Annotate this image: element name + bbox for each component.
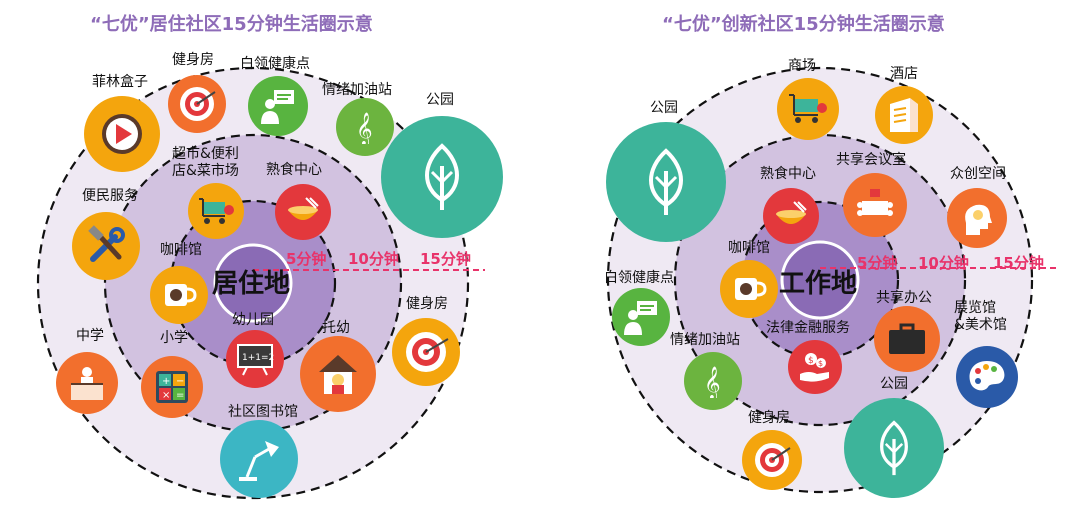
left-label-primary-school: 小学 — [160, 330, 188, 346]
left-label-gym-top: 健身房 — [172, 52, 214, 68]
presenter-icon — [612, 288, 670, 346]
svg-text:$: $ — [808, 356, 814, 366]
left-label-nursery: 托幼 — [322, 320, 350, 336]
left-label-emotion: 情绪加油站 — [322, 82, 392, 98]
food-bowl-icon — [275, 184, 331, 240]
right-label-park-bottom: 公园 — [880, 376, 908, 392]
left-label-gym-right: 健身房 — [406, 296, 448, 312]
calculator-icon: +−× = — [141, 356, 203, 418]
svg-text:$: $ — [818, 359, 823, 368]
left-title: “七优”居住社区15分钟生活圈示意 — [90, 14, 373, 35]
svg-text:+: + — [162, 376, 170, 387]
desk-lamp-icon — [220, 420, 298, 498]
right-label-shared-office: 共享办公 — [876, 290, 932, 306]
svg-text:=: = — [176, 390, 184, 401]
left-center-label: 居住地 — [212, 269, 291, 299]
right-ring-label-10: 10分钟 — [918, 254, 969, 272]
leaf-icon — [606, 122, 726, 242]
svg-text:1+1=2: 1+1=2 — [242, 353, 274, 363]
cart-icon — [777, 78, 839, 140]
left-ring-label-10: 10分钟 — [348, 250, 399, 268]
right-title: “七优”创新社区15分钟生活圈示意 — [662, 14, 945, 35]
left-label-library: 社区图书馆 — [228, 404, 298, 420]
svg-text:𝄞: 𝄞 — [356, 112, 373, 144]
right-label-gym: 健身房 — [748, 410, 790, 426]
coffee-cup-icon — [720, 260, 778, 318]
cart-icon — [188, 183, 244, 239]
left-ring-label-5: 5分钟 — [286, 250, 327, 268]
right-label-gallery: 展览馆 &美术馆 — [954, 300, 1007, 333]
svg-text:−: − — [176, 376, 184, 387]
right-label-maker: 众创空间 — [950, 166, 1006, 182]
food-bowl-icon — [763, 188, 819, 244]
svg-text:×: × — [162, 390, 170, 401]
left-label-kindergarten: 幼儿园 — [232, 312, 274, 328]
left-ring-label-15: 15分钟 — [420, 250, 471, 268]
svg-text:𝄞: 𝄞 — [704, 366, 721, 398]
right-center-label: 工作地 — [779, 269, 858, 299]
coffee-cup-icon — [150, 266, 208, 324]
music-note-icon: 𝄞 — [336, 98, 394, 156]
left-label-middle-school: 中学 — [76, 328, 104, 344]
right-label-mall: 商场 — [788, 58, 816, 74]
briefcase-icon — [874, 306, 940, 372]
left-label-supermarket: 超市&便利 店&菜市场 — [172, 146, 239, 179]
right-core — [780, 240, 860, 320]
video-play-icon — [84, 96, 160, 172]
right-label-finance: 法律金融服务 — [766, 320, 850, 336]
leaf-icon — [844, 398, 944, 498]
dartboard-icon — [168, 75, 226, 133]
blackboard-icon: 1+1=2 — [226, 330, 284, 388]
left-label-cafe: 咖啡馆 — [160, 242, 202, 258]
right-label-emotion: 情绪加油站 — [670, 332, 740, 348]
house-child-icon — [300, 336, 376, 412]
left-label-park: 公园 — [426, 92, 454, 108]
right-label-white-collar: 白领健康点 — [604, 270, 674, 286]
left-label-convenience: 便民服务 — [82, 188, 138, 204]
left-label-white-collar: 白领健康点 — [240, 56, 310, 72]
right-ring-label-5: 5分钟 — [857, 254, 898, 272]
music-note-icon: 𝄞 — [684, 352, 742, 410]
left-label-deli: 熟食中心 — [266, 162, 322, 178]
money-hand-icon: $$ — [788, 340, 842, 394]
palette-icon — [956, 346, 1018, 408]
right-label-hotel: 酒店 — [890, 66, 918, 82]
right-ring-label-15: 15分钟 — [993, 254, 1044, 272]
wrench-hammer-icon — [72, 212, 140, 280]
dartboard-icon — [742, 430, 802, 490]
left-core — [213, 243, 293, 323]
dartboard-icon — [392, 318, 460, 386]
right-label-meeting: 共享会议室 — [836, 152, 906, 168]
left-label-filin: 菲林盒子 — [92, 74, 148, 90]
right-label-park-top: 公园 — [650, 100, 678, 116]
right-label-cafe: 咖啡馆 — [728, 240, 770, 256]
presenter-icon — [248, 76, 308, 136]
building-icon — [875, 86, 933, 144]
right-label-deli: 熟食中心 — [760, 166, 816, 182]
teacher-desk-icon — [56, 352, 118, 414]
leaf-icon — [381, 116, 503, 238]
head-idea-icon — [947, 188, 1007, 248]
meeting-table-icon — [843, 173, 907, 237]
